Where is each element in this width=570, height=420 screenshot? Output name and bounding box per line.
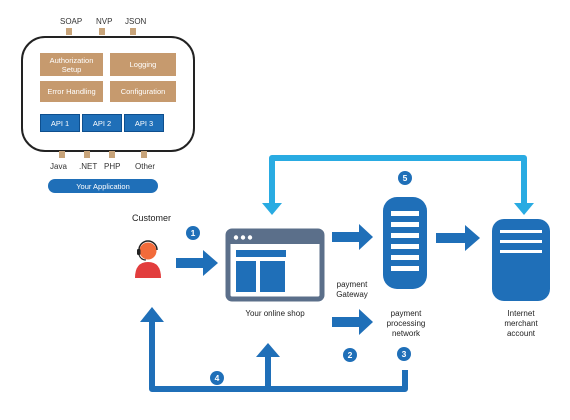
api-3-block: API 3 <box>124 114 164 132</box>
api-2-block: API 2 <box>82 114 122 132</box>
online-shop-icon <box>225 228 325 302</box>
language-other-label: Other <box>135 162 156 171</box>
your-application-pill: Your Application <box>48 179 158 193</box>
connector-top-3 <box>130 28 136 35</box>
return-arrow-4 <box>149 318 408 392</box>
customer-label: Customer <box>132 213 172 223</box>
connector-top-2 <box>99 28 105 35</box>
payment-gateway-server-icon <box>383 197 427 289</box>
arrowhead-5-left <box>262 203 282 215</box>
arrow-gateway-merchant-shaft <box>436 233 466 243</box>
connector-bottom-4 <box>141 151 147 158</box>
step-2-number: 2 <box>347 350 353 360</box>
arrow-gateway-merchant-head <box>465 225 480 251</box>
language-dotnet-label: .NET <box>79 162 98 171</box>
step-4-badge: 4 <box>210 371 224 385</box>
arrowhead-5-right <box>514 203 534 215</box>
arrow-1-shaft <box>176 258 204 268</box>
api-1-block: API 1 <box>40 114 80 132</box>
arrowhead-4-shop <box>256 343 280 357</box>
connector-bottom-3 <box>109 151 115 158</box>
connector-bottom-1 <box>59 151 65 158</box>
online-shop-label: Your online shop <box>245 309 305 318</box>
step-1-badge: 1 <box>186 226 200 240</box>
step-5-badge: 5 <box>398 171 412 185</box>
protocol-nvp-label: NVP <box>96 17 113 26</box>
customer-icon <box>135 240 161 278</box>
protocol-soap-label: SOAP <box>60 17 83 26</box>
arrow-shop-gateway-head <box>359 224 373 250</box>
step-3-badge: 3 <box>397 347 411 361</box>
step-1-number: 1 <box>190 228 196 238</box>
merchant-account-server-icon <box>492 219 550 301</box>
step-3-number: 3 <box>401 349 407 359</box>
logging-module: Logging <box>110 53 176 76</box>
language-php-label: PHP <box>104 162 121 171</box>
arrow-1-head <box>203 250 218 276</box>
configuration-module: Configuration <box>110 81 176 102</box>
arrow-shop-network-shaft <box>332 317 360 327</box>
payment-processing-network-label: payment processing network <box>386 309 426 338</box>
loop-arrow-5 <box>269 155 527 205</box>
payment-gateway-label: payment Gateway <box>336 280 368 299</box>
arrow-shop-gateway-shaft <box>332 232 360 242</box>
internet-merchant-account-label: Internet merchant account <box>504 309 538 338</box>
error-handling-module: Error Handling <box>40 81 103 102</box>
arrowhead-4-customer <box>140 307 164 322</box>
step-5-number: 5 <box>402 173 408 183</box>
connector-bottom-2 <box>84 151 90 158</box>
authorization-setup-module: Authorization Setup <box>40 53 103 76</box>
language-java-label: Java <box>50 162 67 171</box>
protocol-json-label: JSON <box>125 17 147 26</box>
step-4-number: 4 <box>214 373 220 383</box>
arrow-shop-network-head <box>359 309 373 335</box>
connector-top-1 <box>66 28 72 35</box>
step-2-badge: 2 <box>343 348 357 362</box>
